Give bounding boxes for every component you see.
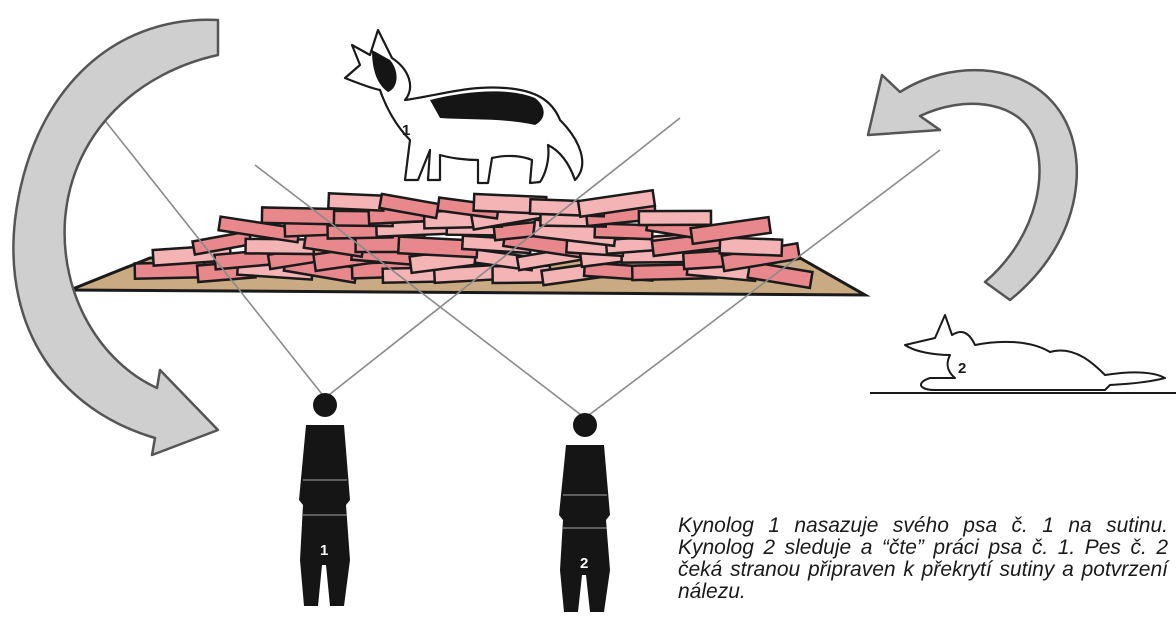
figure-caption: Kynolog 1 nasazuje svého psa č. 1 na sut…: [678, 514, 1168, 603]
brick: [326, 191, 386, 212]
handler-1: 1: [299, 393, 350, 606]
brick: [689, 215, 773, 246]
brick: [576, 188, 657, 219]
dog-1: 1: [343, 28, 584, 185]
sight-lines: [94, 107, 941, 419]
sight-line: [324, 117, 681, 399]
dog-2-label: 2: [958, 360, 966, 377]
sight-line: [584, 149, 941, 419]
rubble-pile: [133, 188, 814, 290]
handler-1-head: [313, 393, 337, 417]
handler-2-label: 2: [580, 555, 588, 572]
loop-arrow-left: [12, 18, 220, 457]
dog-2-body: [904, 314, 1166, 391]
dog-1-head-mark: [372, 50, 397, 92]
brick: [637, 209, 713, 227]
sight-line: [254, 164, 586, 419]
handler-2-head: [573, 413, 597, 437]
curved-arrow-right: [866, 68, 1079, 302]
dog-2: 2: [870, 314, 1176, 394]
handler-2: 2: [559, 413, 610, 612]
brick: [718, 236, 784, 257]
brick: [746, 260, 814, 290]
sight-line: [94, 107, 326, 399]
handler-1-label: 1: [320, 542, 328, 559]
dog-1-saddle: [430, 91, 544, 125]
dog-1-label: 1: [402, 122, 410, 139]
